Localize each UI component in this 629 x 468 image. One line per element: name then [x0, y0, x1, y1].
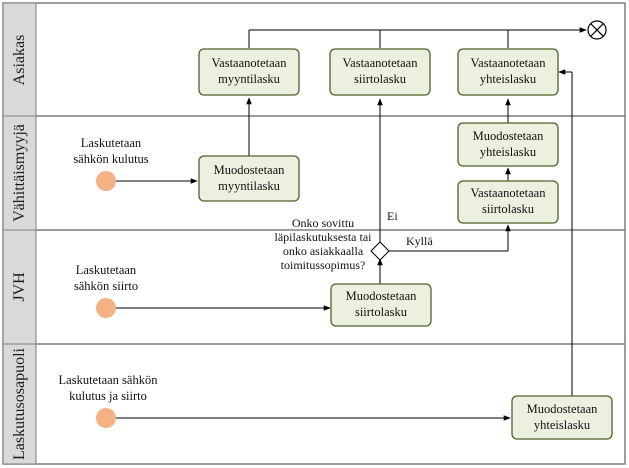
start-event-label: sähkön siirto [74, 279, 138, 293]
start-event-label: Laskutetaan [81, 136, 142, 150]
start-event-label: sähkön kulutus [73, 152, 148, 166]
task-muodostetaan-yhteislasku-lo: Muodostetaan yhteislasku [511, 395, 613, 440]
task-line: Muodostetaan [214, 163, 286, 177]
lane-header-asiakas: Asiakas [2, 2, 37, 117]
task-line: yhteislasku [480, 145, 537, 159]
gateway-label-no: Ei [387, 209, 398, 223]
lane-label-jvh: JVH [11, 272, 28, 302]
start-event-laskutusosapuoli: Laskutetaan sähkön kulutus ja siirto [59, 373, 159, 428]
gateway-question: Onko sovittu [292, 216, 354, 230]
task-muodostetaan-yhteislasku-vm: Muodostetaan yhteislasku [457, 122, 559, 167]
task-line: siirtolasku [355, 305, 408, 319]
lane-header-jvh: JVH [2, 229, 37, 345]
task-vastaanotetaan-siirtolasku-vm: Vastaanotetaan siirtolasku [457, 180, 559, 224]
lane-header-vahittaismyyja: Vähittäismyyjä [2, 115, 37, 231]
lane-label-vahittaismyyja: Vähittäismyyjä [11, 124, 28, 222]
task-vastaanotetaan-siirtolasku: Vastaanotetaan siirtolasku [329, 48, 431, 96]
task-line: Muodostetaan [527, 402, 599, 416]
end-event [587, 20, 607, 40]
task-line: siirtolasku [482, 202, 535, 216]
task-muodostetaan-siirtolasku: Muodostetaan siirtolasku [330, 283, 432, 327]
task-line: siirtolasku [354, 72, 407, 86]
task-line: Vastaanotetaan [471, 186, 547, 200]
task-muodostetaan-myyntilasku: Muodostetaan myyntilasku [198, 155, 300, 202]
start-event-label: Laskutetaan [76, 263, 137, 277]
decision-gateway: Onko sovittu läpilaskutuksesta tai onko … [275, 209, 434, 272]
gateway-question: toimitussopimus? [281, 258, 366, 272]
start-event-jvh: Laskutetaan sähkön siirto [74, 263, 138, 318]
start-event-label: Laskutetaan sähkön [59, 373, 159, 387]
task-line: yhteislasku [480, 72, 537, 86]
task-line: Vastaanotetaan [343, 56, 419, 70]
lane-label-asiakas: Asiakas [11, 35, 28, 86]
task-line: Vastaanotetaan [212, 56, 288, 70]
gateway-question: läpilaskutuksesta tai [275, 230, 373, 244]
start-event-vahittaismyyja: Laskutetaan sähkön kulutus [73, 136, 149, 191]
task-vastaanotetaan-myyntilasku: Vastaanotetaan myyntilasku [198, 48, 300, 96]
task-line: myyntilasku [218, 72, 281, 86]
lane-label-laskutusosapuoli: Laskutusosapuoli [11, 347, 28, 460]
task-line: Muodostetaan [346, 289, 418, 303]
connectors [116, 27, 587, 421]
gateway-question: onko asiakkaalla [283, 244, 364, 258]
task-line: myyntilasku [218, 179, 281, 193]
lane-header-laskutusosapuoli: Laskutusosapuoli [2, 343, 37, 465]
task-line: yhteislasku [534, 418, 591, 432]
start-event-label: kulutus ja siirto [69, 389, 147, 403]
task-line: Muodostetaan [473, 129, 545, 143]
task-vastaanotetaan-yhteislasku: Vastaanotetaan yhteislasku [457, 48, 559, 96]
task-line: Vastaanotetaan [471, 56, 547, 70]
gateway-label-yes: Kyllä [406, 234, 433, 248]
